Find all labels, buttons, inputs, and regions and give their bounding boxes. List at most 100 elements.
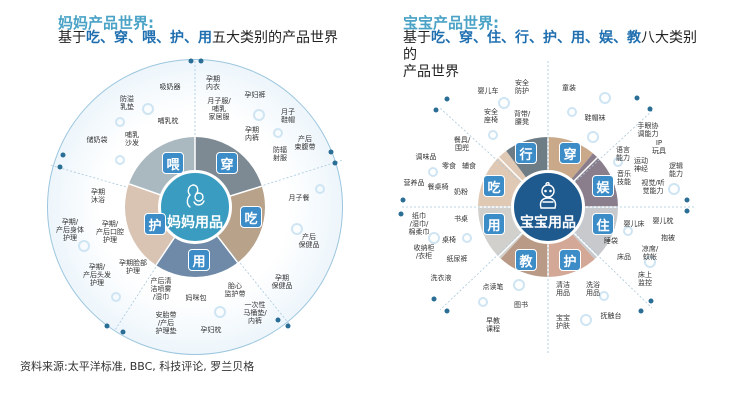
deco-ring — [78, 240, 90, 252]
subtitle-highlight: 吃、穿、住、行、护、用、娱、教 — [431, 30, 641, 46]
item-label: 餐桌椅 — [427, 183, 449, 191]
subtitle-text: 基于 — [403, 30, 431, 46]
category-live[interactable]: 住 — [592, 213, 614, 235]
marker-dot — [188, 58, 194, 64]
marker-dot — [684, 197, 690, 203]
category-go[interactable]: 行 — [515, 142, 537, 164]
category-play[interactable]: 娱 — [592, 175, 614, 197]
item-label: 零食 — [442, 162, 456, 170]
item-label: 妈咪包 — [185, 294, 207, 302]
deco-ring — [580, 314, 592, 326]
deco-ring — [513, 279, 525, 291]
item-label: 安全 座椅 — [484, 108, 498, 124]
item-label: 图书 — [514, 301, 528, 309]
left-subtitle: 基于吃、穿、喂、护、用五大类别的产品世界 — [58, 30, 338, 47]
item-label: 点读笔 — [482, 283, 504, 291]
marker-dot — [684, 208, 690, 214]
item-label: 吸奶器 — [159, 83, 181, 91]
deco-ring — [214, 306, 226, 318]
category-use[interactable]: 用 — [483, 213, 505, 235]
item-label: 运动 神经 — [634, 157, 648, 173]
marker-dot — [648, 298, 654, 304]
item-label: 安全 防护 — [515, 79, 529, 95]
item-label: 床品 — [617, 253, 631, 261]
deco-ring — [613, 157, 623, 167]
item-label: 洗浴 用品 — [586, 281, 600, 297]
item-label: 凉席/ 蚊帐 — [641, 245, 659, 261]
item-label: 安胎带 /产后 护理垫 — [155, 311, 177, 335]
deco-ring — [599, 92, 611, 104]
item-label: 鞋帽袜 — [584, 114, 606, 122]
mom-center-label: 妈妈用品 — [167, 215, 223, 231]
category-care[interactable]: 护 — [144, 213, 166, 235]
deco-ring — [142, 103, 154, 115]
item-label: 孕妇枕 — [200, 326, 222, 334]
deco-ring — [498, 97, 510, 109]
item-label: 防辐 射服 — [273, 146, 287, 162]
deco-ring — [115, 155, 125, 165]
item-label: 产后清 洁喷雾 /湿巾 — [150, 277, 172, 301]
deco-ring — [488, 130, 498, 140]
deco-ring — [291, 223, 303, 235]
category-eat[interactable]: 吃 — [240, 206, 262, 228]
item-label: 书桌 — [454, 215, 468, 223]
item-label: 视觉/听 觉能力 — [641, 179, 665, 195]
source-note: 资料来源:太平洋标准, BBC, 科技评论, 罗兰贝格 — [20, 360, 255, 373]
item-label: 调味品 — [415, 153, 437, 161]
item-label: 纸尿裤 — [446, 255, 468, 263]
mother-baby-icon — [186, 184, 205, 208]
baby-center-hub: 宝宝用品 — [511, 170, 585, 244]
subtitle-highlight: 吃、穿、喂、护、用 — [86, 30, 212, 46]
item-label: 孕期脸部 护理 — [119, 259, 147, 275]
category-teach[interactable]: 教 — [515, 249, 537, 271]
item-label: 孕期/ 产后头发 护理 — [83, 263, 111, 287]
deco-ring — [478, 297, 488, 307]
marker-dot — [444, 96, 450, 102]
item-label: 辅食 — [462, 162, 476, 170]
marker-dot — [328, 149, 334, 155]
item-label: 桌椅 — [442, 236, 456, 244]
deco-ring — [668, 183, 680, 195]
item-label: 储奶袋 — [86, 136, 108, 144]
item-label: 抚触台 — [600, 312, 622, 320]
item-label: 童装 — [562, 84, 576, 92]
item-label: 婴儿车 — [477, 87, 499, 95]
item-label: 孕期 保健品 — [271, 274, 293, 290]
marker-dot — [431, 296, 437, 302]
category-wear[interactable]: 穿 — [216, 152, 238, 174]
marker-dot — [275, 317, 281, 323]
deco-ring — [644, 256, 656, 268]
category-feed[interactable]: 喂 — [162, 152, 184, 174]
item-label: 语言 能力 — [616, 146, 630, 162]
item-label: 月子服/ 哺乳 家居服 — [207, 97, 231, 121]
item-label: 哺乳 沙发 — [125, 131, 139, 147]
deco-ring — [273, 128, 283, 138]
item-label: 孕期/ 产后口腔 护理 — [96, 220, 124, 244]
left-title: 妈妈产品世界: — [58, 14, 154, 32]
right-title: 宝宝产品世界: — [403, 14, 499, 32]
baby-icon — [539, 182, 557, 209]
category-care[interactable]: 护 — [559, 249, 581, 271]
subtitle-text: 产品世界 — [403, 64, 459, 80]
item-label: 产后 保健品 — [298, 233, 320, 249]
deco-ring — [599, 291, 609, 301]
deco-ring — [587, 131, 599, 143]
category-eat[interactable]: 吃 — [483, 175, 505, 197]
item-label: 孕妇裤 — [244, 91, 266, 99]
item-label: 逻辑 能力 — [669, 162, 683, 178]
right-subtitle: 基于吃、穿、住、行、护、用、娱、教八大类别的产品世界 — [403, 30, 703, 81]
category-use[interactable]: 用 — [188, 249, 210, 271]
marker-dot — [398, 211, 404, 217]
deco-ring — [428, 232, 440, 244]
item-label: 婴儿枕 — [652, 217, 674, 225]
marker-dot — [120, 329, 126, 335]
marker-dot — [104, 323, 110, 329]
item-label: 奶粉 — [454, 188, 468, 196]
category-wear[interactable]: 穿 — [559, 142, 581, 164]
deco-ring — [111, 292, 121, 302]
item-label: 产后 束腹带 — [294, 135, 316, 151]
item-label: 月子 鞋帽 — [281, 108, 295, 124]
marker-dot — [433, 107, 439, 113]
item-label: IP 玩具 — [652, 139, 666, 155]
